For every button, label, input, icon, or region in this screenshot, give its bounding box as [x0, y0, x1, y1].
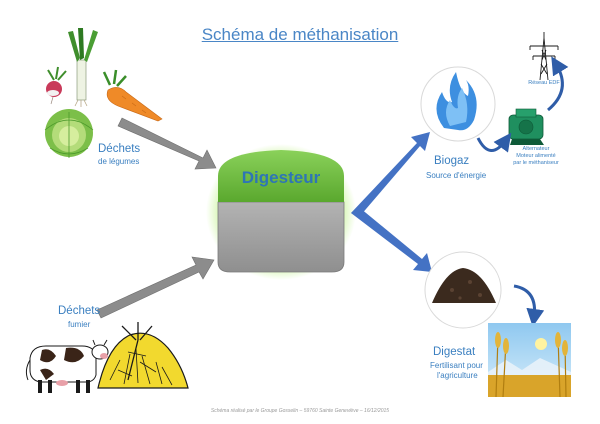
pylon-icon [529, 32, 559, 81]
biogas-title: Biogaz [434, 155, 470, 167]
manure-waste-subtitle: fumier [68, 320, 91, 329]
manure-illustration [25, 322, 189, 393]
digestate-title: Digestat [433, 346, 476, 358]
digestate-subtitle-line2: l'agriculture [437, 371, 478, 380]
wheat-icon [495, 335, 567, 398]
diagram-title: Schéma de méthanisation [201, 25, 399, 44]
cabbage-icon [44, 109, 94, 158]
digester-label: Digesteur [241, 168, 321, 187]
digestate-illustration [424, 251, 502, 329]
arrow-digester-to-outputs [351, 132, 432, 272]
radish-icon [46, 66, 67, 105]
alternator-icon [508, 108, 544, 145]
alternator-line3: par le méthaniseur [513, 160, 559, 166]
sun-icon [535, 338, 547, 350]
vegetable-waste-subtitle: de légumes [98, 157, 140, 166]
flame-icon [436, 72, 477, 131]
vegetable-waste-title: Déchets [98, 143, 141, 155]
leek-icon [68, 28, 98, 107]
soil-pile-icon [432, 268, 496, 303]
digester [206, 144, 356, 280]
manure-waste-title: Déchets [58, 305, 101, 317]
arrow-manure-to-digester [96, 256, 215, 319]
carrot-icon [102, 69, 163, 122]
arrow-biogas-to-alternator [476, 132, 512, 153]
arrow-alternator-to-grid [547, 56, 569, 112]
footer-credit: Schéma réalisé par le Groupe Gosselin – … [210, 408, 390, 414]
biogas-subtitle: Source d'énergie [426, 171, 487, 180]
grid-label: Réseau EDF [528, 80, 560, 86]
wheat-field-illustration [488, 323, 571, 398]
biogas-flame-illustration [420, 66, 496, 142]
vegetable-waste-illustration [44, 28, 163, 158]
alternator-illustration [508, 108, 544, 145]
cow-icon [25, 339, 109, 393]
digestate-subtitle-line1: Fertilisant pour [430, 361, 483, 370]
arrow-digestate-to-field [513, 284, 545, 327]
arrow-vegetable-to-digester [117, 117, 217, 170]
hay-pile-icon [97, 322, 189, 389]
alternator-line1: Alternateur [522, 146, 550, 152]
alternator-line2: Moteur alimenté [516, 153, 556, 159]
